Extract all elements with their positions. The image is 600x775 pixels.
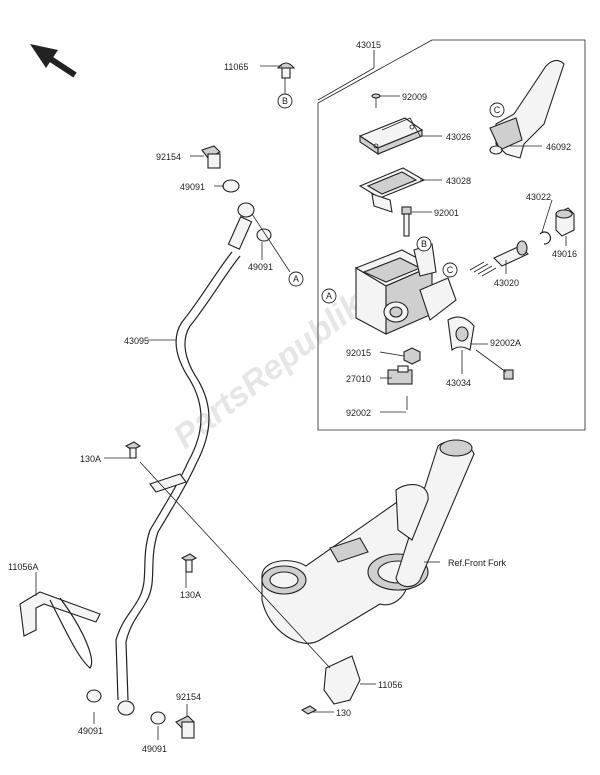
label-49091-c: 49091: [78, 726, 103, 736]
label-43026: 43026: [446, 132, 471, 142]
svg-text:A: A: [293, 274, 299, 284]
direction-arrow-icon: [30, 44, 77, 78]
label-49016: 49016: [552, 249, 577, 259]
assembly-outline: [317, 39, 586, 431]
washer-49091-top-a: [222, 179, 240, 193]
banjo-fitting-bottom: [117, 700, 135, 716]
marker-b-top: B: [277, 93, 293, 109]
banjo-fitting-top: [227, 202, 255, 250]
brake-hose-43095: [115, 251, 233, 701]
label-11056: 11056: [378, 680, 402, 690]
screw-92009: [371, 93, 381, 108]
clamp-43034: [447, 316, 475, 352]
leader-lines: [35, 50, 567, 740]
svg-text:B: B: [421, 239, 427, 249]
screw-92001: [401, 206, 412, 237]
label-92015: 92015: [346, 348, 371, 358]
lever-46092: [489, 59, 565, 159]
hose-guide-loop: [49, 597, 93, 669]
master-cylinder-body: [354, 243, 457, 335]
washer-49091-bottom-b: [150, 711, 166, 725]
label-130a-1: 130A: [80, 454, 101, 464]
bolt-130a-top: [124, 441, 142, 459]
label-43095: 43095: [124, 336, 149, 346]
hose-clamp-upper: [149, 473, 187, 493]
marker-c-lever: C: [489, 102, 505, 118]
svg-text:B: B: [282, 96, 288, 106]
label-49091-d: 49091: [142, 744, 167, 754]
bolt-130a-mid: [180, 553, 198, 573]
label-43020: 43020: [494, 278, 519, 288]
brake-switch-27010: [387, 365, 413, 410]
nut-92015: [403, 347, 421, 365]
label-92002a: 92002A: [490, 338, 521, 348]
label-46092: 46092: [546, 142, 571, 152]
label-11065: 11065: [224, 62, 248, 72]
svg-text:C: C: [447, 265, 454, 275]
label-92154-bottom: 92154: [176, 692, 201, 702]
marker-a-assembly: A: [321, 288, 337, 304]
cap-11065: [276, 62, 296, 79]
label-92154-top: 92154: [156, 152, 181, 162]
reservoir-cap-43026: [358, 117, 424, 156]
label-92002: 92002: [346, 408, 371, 418]
washer-49091-bottom-a: [86, 689, 102, 703]
label-11056a: 11056A: [8, 562, 38, 572]
label-130: 130: [336, 708, 351, 718]
label-43034: 43034: [446, 378, 471, 388]
hose-guide-11056a: [19, 591, 101, 637]
bolt-92002a: [475, 349, 514, 380]
label-43015: 43015: [356, 40, 381, 50]
label-130a-2: 130A: [180, 590, 201, 600]
boot-49016: [555, 207, 575, 237]
banjo-bolt-92154-bottom: [175, 715, 195, 739]
fork-bracket: [261, 439, 475, 644]
label-43022: 43022: [526, 192, 551, 202]
label-ref-front-fork: Ref.Front Fork: [448, 558, 507, 568]
label-92001: 92001: [434, 208, 459, 218]
label-49091-b: 49091: [248, 262, 273, 272]
bolt-130: [300, 705, 318, 715]
label-92009: 92009: [402, 92, 427, 102]
marker-b-assembly: B: [416, 236, 432, 252]
marker-c-assembly: C: [442, 262, 458, 278]
label-49091-a: 49091: [180, 182, 205, 192]
watermark: PartsRepublik: [167, 284, 372, 456]
label-43028: 43028: [446, 176, 471, 186]
circlip-43022: [539, 231, 552, 245]
banjo-bolt-92154-top: [201, 145, 221, 169]
brake-hose-43095-edge: [125, 255, 241, 701]
diaphragm-43028: [358, 167, 426, 213]
svg-text:A: A: [326, 291, 332, 301]
piston-43020: [469, 240, 529, 277]
label-27010: 27010: [346, 374, 371, 384]
svg-text:C: C: [494, 105, 501, 115]
bracket-11056: [323, 655, 361, 705]
marker-a-left: A: [288, 271, 304, 287]
